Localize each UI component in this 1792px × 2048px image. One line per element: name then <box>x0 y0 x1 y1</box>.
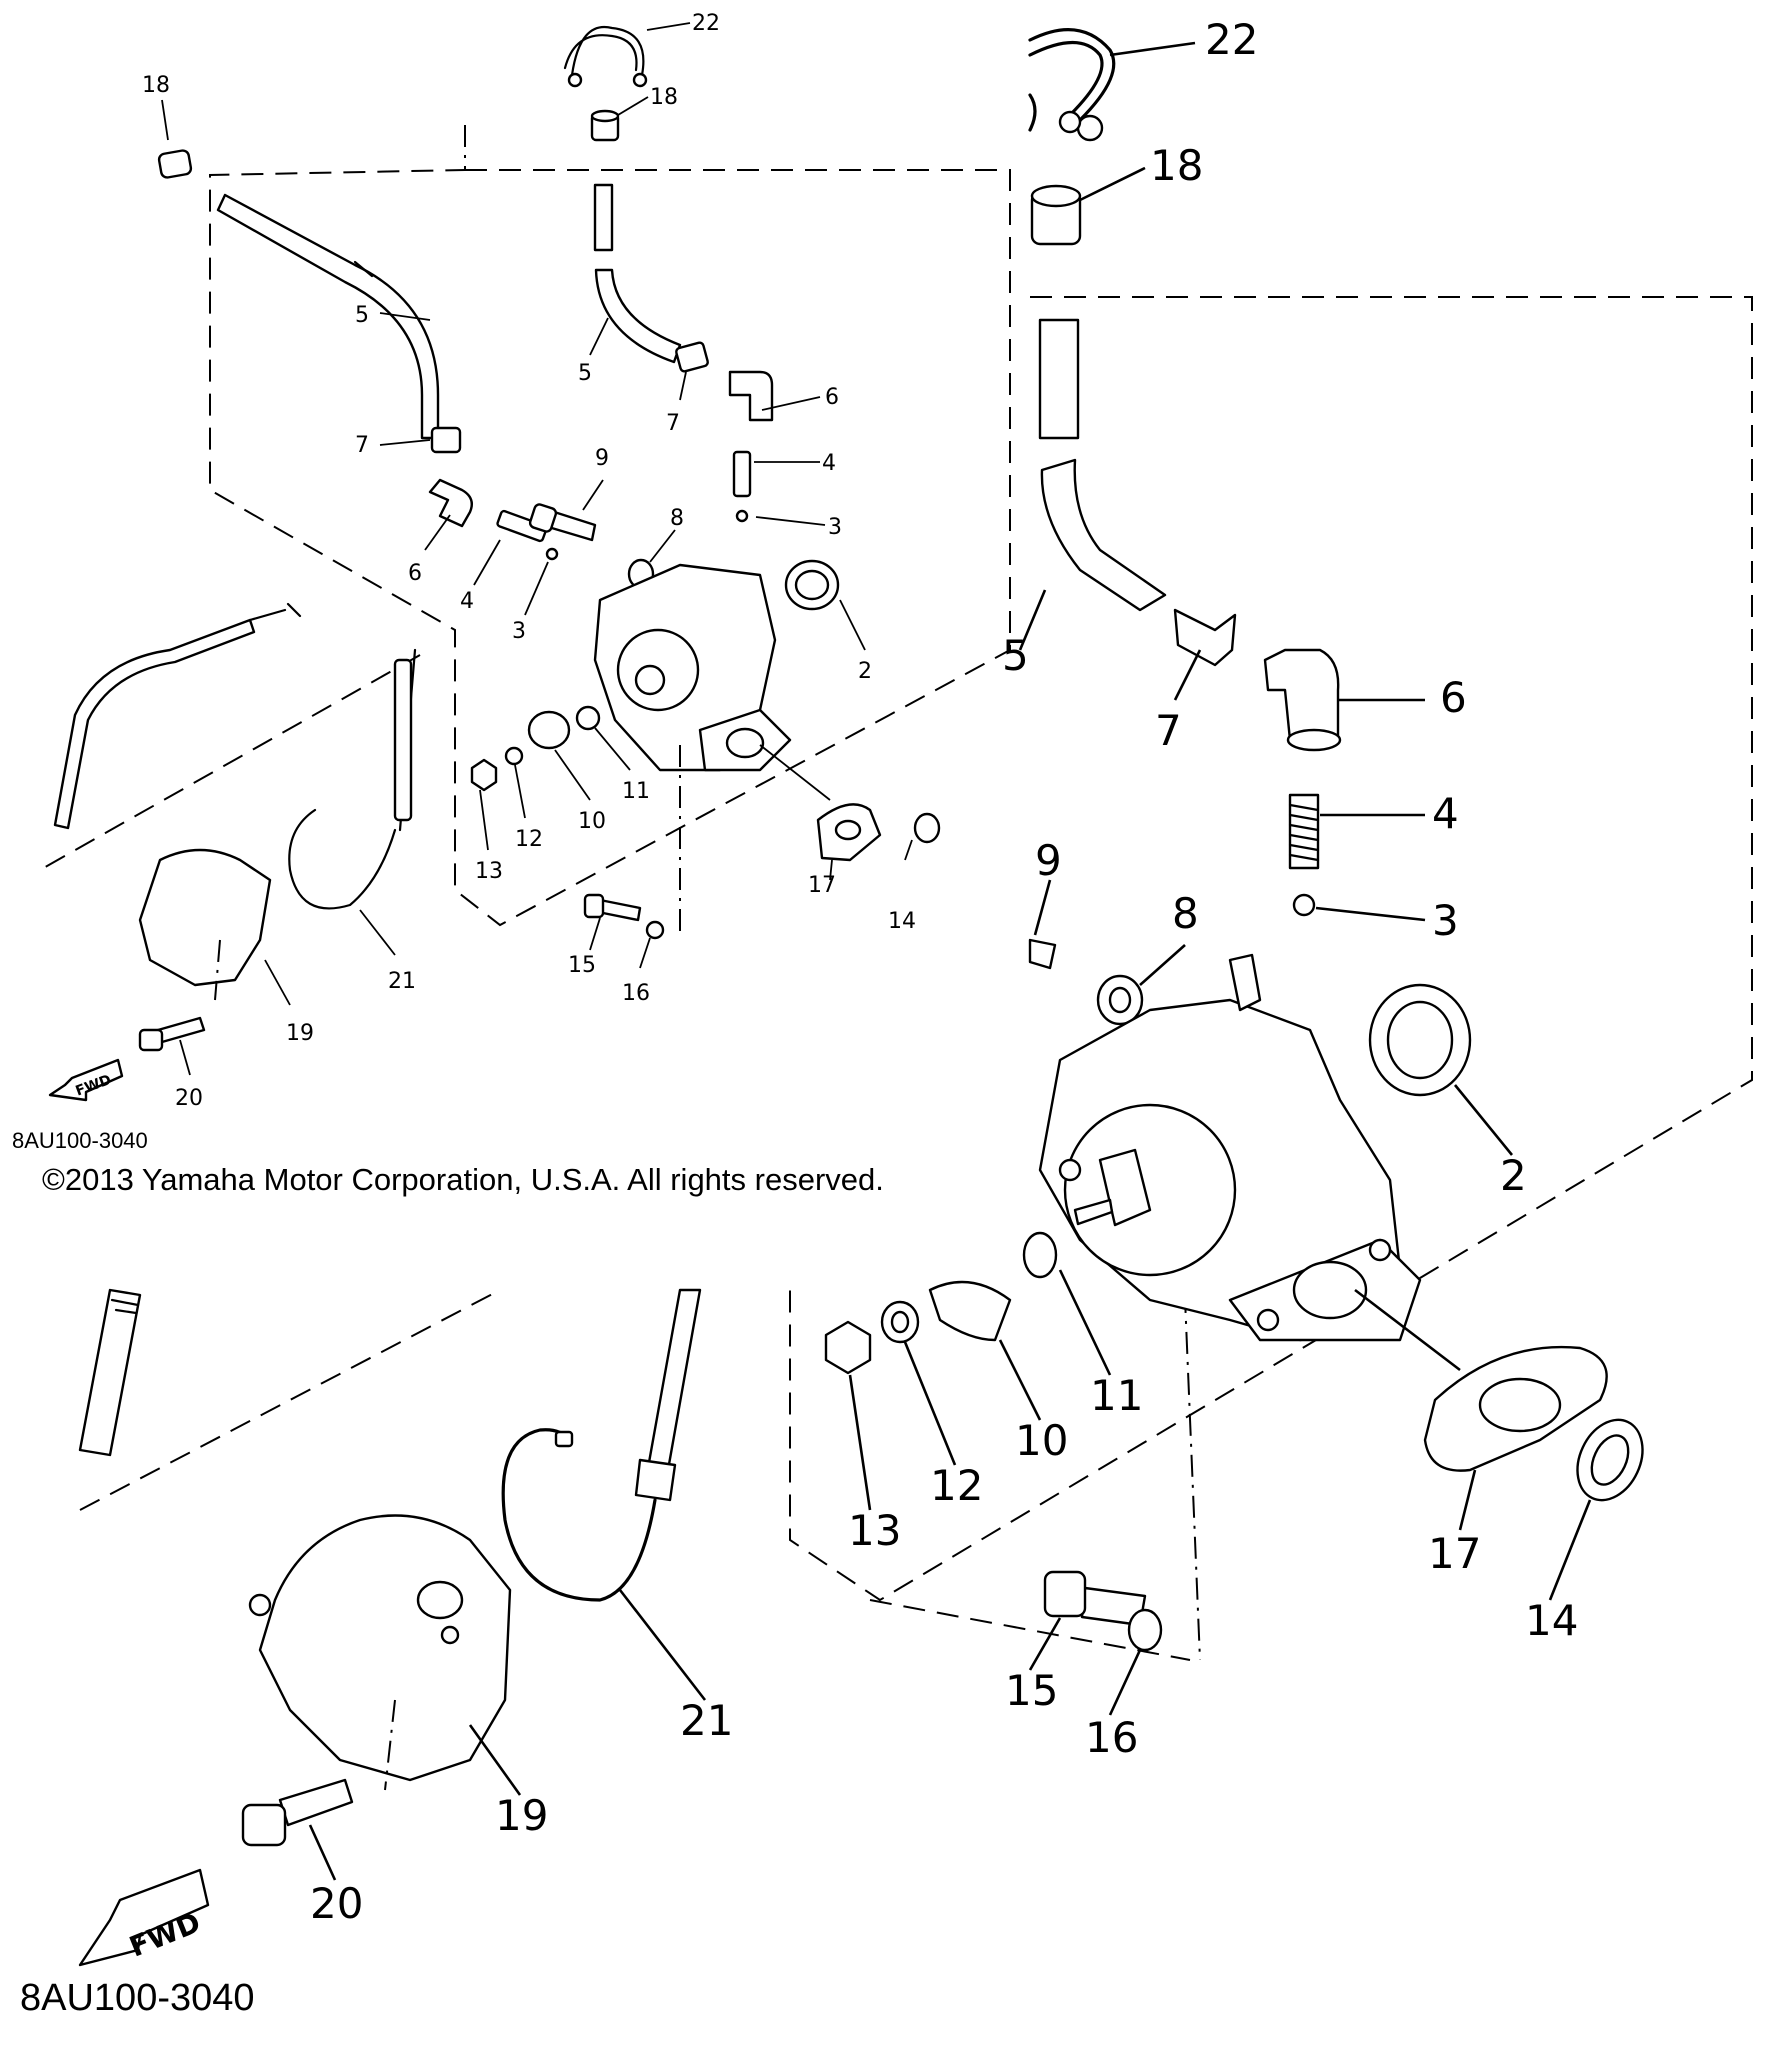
bushing-18-small-left <box>157 149 193 179</box>
large-diagram: FWD 22 <box>20 15 1753 2019</box>
callout-big-2: 2 <box>1500 1151 1527 1200</box>
fwd-arrow-small <box>48 1058 124 1102</box>
callout-big-15: 15 <box>1005 1666 1058 1715</box>
callout-small-18a: 18 <box>650 85 678 110</box>
callout-big-10: 10 <box>1015 1416 1068 1465</box>
washer-11-big <box>1022 1231 1058 1279</box>
hose-5-small-mid <box>593 183 614 252</box>
callout-big-3: 3 <box>1432 896 1459 945</box>
callout-big-20: 20 <box>310 1879 363 1928</box>
fwd-arrow-big <box>78 1868 210 1967</box>
callout-small-17: 17 <box>808 873 836 898</box>
part-code-big: 8AU100-3040 <box>20 1977 255 2019</box>
callout-small-19: 19 <box>286 1021 314 1046</box>
callout-small-5b: 5 <box>578 361 592 386</box>
screw-9-big <box>1028 938 1057 970</box>
callout-small-4a: 4 <box>822 451 836 476</box>
callout-small-14: 14 <box>888 909 916 934</box>
ball-3-small-left <box>545 547 559 561</box>
callout-big-5: 5 <box>1002 631 1029 680</box>
cable-end-big <box>78 1288 142 1457</box>
callout-small-9: 9 <box>595 446 609 471</box>
small-lower-dash-left <box>39 654 421 871</box>
ball-3-small-right <box>735 509 749 523</box>
callout-small-6b: 6 <box>408 561 422 586</box>
elbow-6-small-left <box>428 478 473 528</box>
elbow-6-big <box>1263 648 1340 742</box>
callout-small-16: 16 <box>622 981 650 1006</box>
small-callout-labels: 22 18 18 5 5 7 7 6 6 9 8 4 4 3 3 2 13 12… <box>142 11 916 1111</box>
part-code-small: 8AU100-3040 <box>12 1128 148 1153</box>
bolt-15-small <box>596 898 642 922</box>
clip-22-big <box>1028 28 1116 122</box>
cable-21-big <box>646 1288 702 1472</box>
collar-7-small-mid <box>675 341 709 373</box>
callout-big-21: 21 <box>680 1696 733 1745</box>
washer-14-small <box>913 812 941 844</box>
cable-end-small <box>53 618 256 830</box>
callout-big-7: 7 <box>1155 706 1182 755</box>
callout-small-7a: 7 <box>666 411 680 436</box>
callout-small-5a: 5 <box>355 303 369 328</box>
callout-small-12: 12 <box>515 827 543 852</box>
large-leader-lines <box>308 41 1592 1881</box>
small-leader-lines <box>161 22 913 1076</box>
callout-big-8: 8 <box>1172 889 1199 938</box>
elbow-6-small-mid <box>728 370 774 422</box>
callout-big-9: 9 <box>1035 836 1062 885</box>
spring-4-small-right <box>732 450 752 498</box>
callout-big-14: 14 <box>1525 1596 1578 1645</box>
callout-small-3b: 3 <box>512 619 526 644</box>
spring-4-small-left <box>496 509 548 543</box>
callout-small-11: 11 <box>622 779 650 804</box>
callout-small-4b: 4 <box>460 589 474 614</box>
large-callout-labels: 22 18 5 6 7 9 8 4 3 2 11 10 12 13 17 14 … <box>310 15 1578 1928</box>
callout-big-17: 17 <box>1428 1529 1481 1578</box>
plate-10-small <box>527 710 571 750</box>
callout-big-16: 16 <box>1085 1713 1138 1762</box>
callout-small-6a: 6 <box>825 385 839 410</box>
callout-big-6: 6 <box>1440 673 1467 722</box>
large-lower-dash-left <box>79 1289 501 1511</box>
callout-small-10: 10 <box>578 809 606 834</box>
copyright-notice: ©2013 Yamaha Motor Corporation, U.S.A. A… <box>42 1162 884 1197</box>
washer-12-small <box>504 746 524 766</box>
callout-big-19: 19 <box>495 1791 548 1840</box>
cover-19-big <box>258 1514 512 1782</box>
plate-10-big <box>928 1280 1012 1342</box>
callout-big-22: 22 <box>1205 15 1258 64</box>
callout-small-8: 8 <box>670 506 684 531</box>
callout-small-3a: 3 <box>828 515 842 540</box>
nut-13-big <box>824 1320 872 1375</box>
clip-22-small <box>563 25 645 77</box>
callout-small-7b: 7 <box>355 433 369 458</box>
bolt-20-small <box>156 1016 206 1044</box>
callout-small-18b: 18 <box>142 73 170 98</box>
ball-3-big <box>1292 893 1316 917</box>
callout-small-21: 21 <box>388 969 416 994</box>
callout-big-18: 18 <box>1150 141 1203 190</box>
callout-small-13: 13 <box>475 859 503 884</box>
callout-small-15: 15 <box>568 953 596 978</box>
hose-5-small-left <box>216 193 440 440</box>
callout-big-4: 4 <box>1432 789 1459 838</box>
cover-19-small <box>138 848 272 987</box>
washer-16-small <box>645 920 665 940</box>
callout-small-22: 22 <box>692 11 720 36</box>
cable-21-wire <box>501 1428 657 1602</box>
callout-small-20: 20 <box>175 1086 203 1111</box>
washer-16-big <box>1127 1608 1163 1652</box>
small-diagram: FWD <box>12 11 1011 1153</box>
collar-7-small-left <box>430 426 462 454</box>
nut-13-small <box>470 758 498 792</box>
washer-11-small <box>575 705 601 731</box>
callout-big-11: 11 <box>1090 1371 1143 1420</box>
collar-7-big <box>1173 608 1237 667</box>
bolt-20-big <box>278 1778 354 1827</box>
callout-big-13: 13 <box>848 1506 901 1555</box>
hose-5-big <box>1038 318 1080 440</box>
callout-big-12: 12 <box>930 1461 983 1510</box>
callout-small-2: 2 <box>858 659 872 684</box>
